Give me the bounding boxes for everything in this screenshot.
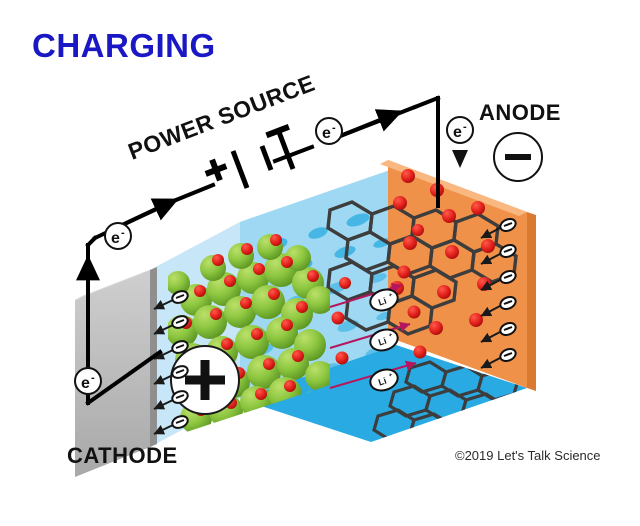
free-lithium-ions bbox=[331, 224, 427, 365]
electron-charge: - bbox=[332, 122, 336, 134]
electron-plate-symbol bbox=[480, 296, 517, 317]
electron-charge: - bbox=[463, 121, 467, 133]
electron-plate-symbol bbox=[480, 244, 517, 265]
electron-plate-symbol bbox=[480, 218, 517, 239]
anode-polarity-badge bbox=[493, 132, 543, 182]
lithium-ion-badge: Li + bbox=[369, 368, 399, 392]
cathode-plate-top bbox=[75, 267, 157, 300]
electron-plate-symbol bbox=[153, 365, 189, 385]
electron-plate-symbol bbox=[480, 270, 517, 291]
anode-electron-down-arrow bbox=[452, 150, 468, 168]
electron-marker: e - bbox=[104, 222, 132, 250]
lithium-ion-label: Li bbox=[377, 376, 388, 388]
power-source-negative bbox=[265, 123, 290, 139]
electron-label: e bbox=[111, 230, 120, 247]
electron-plate-symbol bbox=[153, 390, 189, 410]
cathode-polarity-badge bbox=[170, 345, 240, 415]
cathode-particle-cluster bbox=[168, 234, 330, 434]
electron-plate-symbol bbox=[480, 322, 517, 343]
electron-charge: - bbox=[121, 227, 125, 239]
anode-electron-flow bbox=[480, 218, 517, 369]
electron-plate-symbol bbox=[153, 290, 189, 310]
power-source-label: POWER SOURCE bbox=[124, 70, 318, 165]
electron-marker: e - bbox=[74, 367, 102, 395]
cathode-plate-front bbox=[75, 270, 150, 477]
lithium-ion-badge: Li + bbox=[369, 288, 399, 312]
electron-plate-symbol bbox=[480, 348, 517, 369]
cathode-electron-flow bbox=[153, 290, 189, 435]
electron-marker: e - bbox=[446, 116, 474, 144]
electron-plate-symbol bbox=[153, 315, 189, 335]
power-source-positive bbox=[204, 158, 228, 182]
electron-label: e bbox=[322, 125, 331, 142]
battery-cell-symbol bbox=[230, 131, 296, 189]
electron-marker: e - bbox=[315, 117, 343, 145]
cathode-wire-arrow-diag bbox=[119, 198, 179, 228]
anode-label: ANODE bbox=[479, 100, 561, 125]
cathode-label: CATHODE bbox=[67, 443, 178, 468]
anode-top-edge bbox=[380, 160, 527, 216]
electron-plate-symbol bbox=[153, 340, 189, 360]
lithium-ion-charge: + bbox=[388, 292, 394, 299]
electron-label: e bbox=[453, 124, 462, 141]
electron-plate-symbol bbox=[153, 415, 189, 435]
electron-charge: - bbox=[91, 372, 95, 384]
anode-wire-arrow-diag bbox=[339, 109, 403, 138]
lithium-ion-label: Li bbox=[377, 296, 388, 308]
lithium-ion-charge: + bbox=[388, 332, 394, 339]
page-title: CHARGING bbox=[32, 27, 216, 64]
lithium-ion-charge: + bbox=[388, 372, 394, 379]
copyright-credit: ©2019 Let's Talk Science bbox=[455, 448, 601, 463]
cathode-active-material bbox=[168, 234, 330, 434]
lithium-ion-badge: Li + bbox=[369, 328, 399, 352]
lithium-ion-label: Li bbox=[377, 336, 388, 348]
electron-label: e bbox=[81, 375, 90, 392]
anode-right-edge bbox=[527, 212, 536, 391]
